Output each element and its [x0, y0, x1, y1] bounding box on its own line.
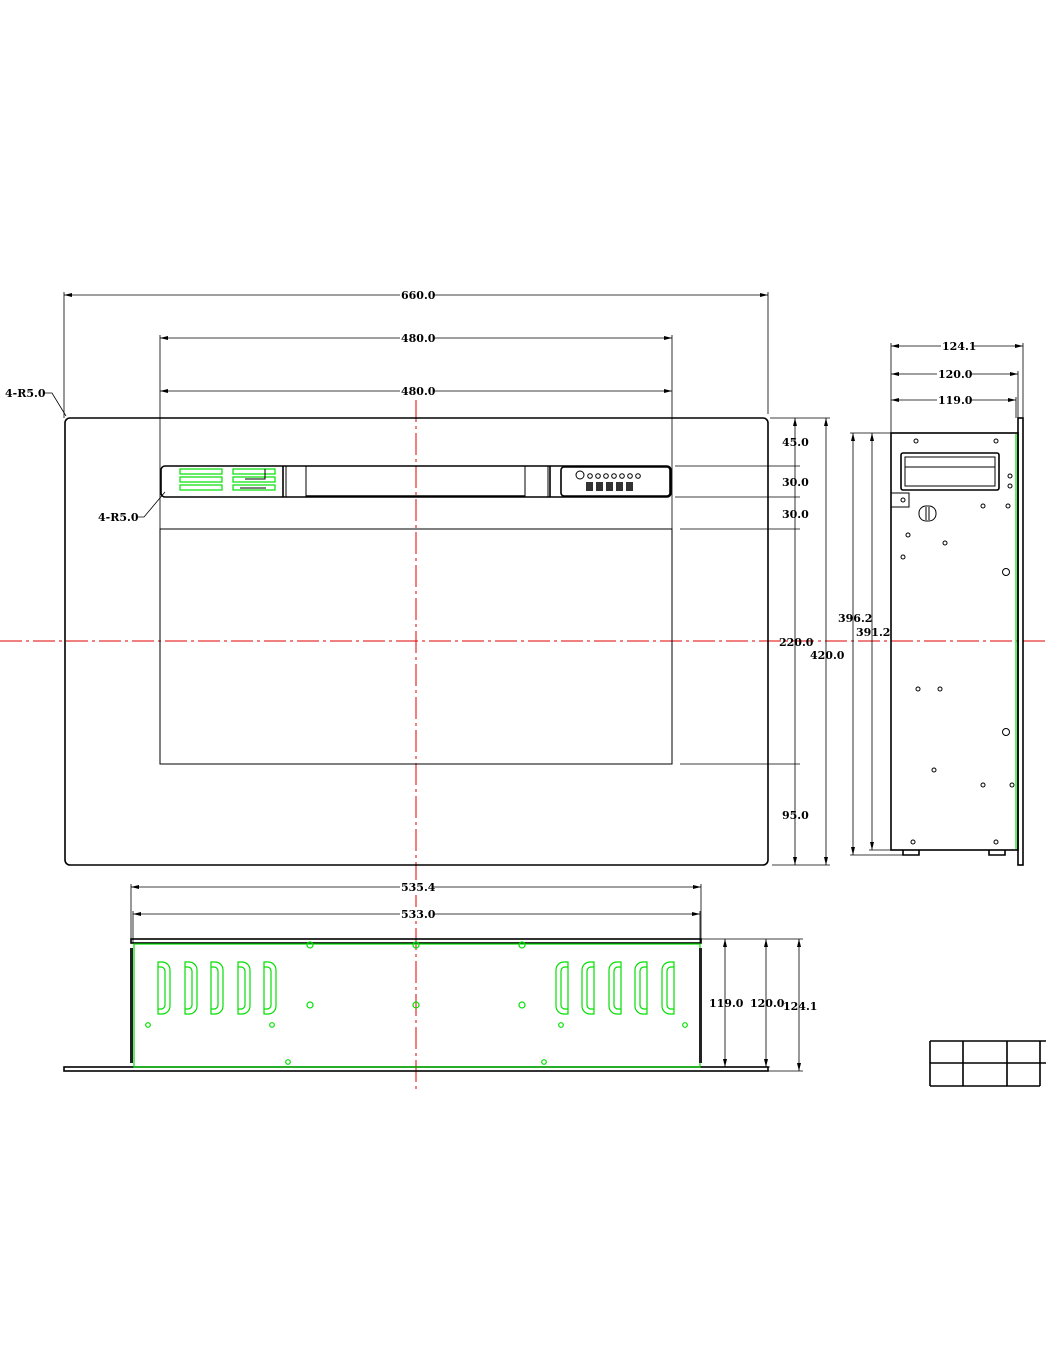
dim-box-width-inner: 533.0: [401, 908, 436, 921]
dim-overall-width: 660.0: [401, 289, 436, 302]
vent-slot: [555, 961, 569, 1015]
dim-body-height-inner: 391.2: [856, 626, 890, 639]
dim-corner-radius-strip: 4-R5.0: [98, 511, 139, 524]
power-indicator-icon: [575, 470, 585, 480]
vent-slot: [581, 961, 595, 1015]
bottom-vents: [157, 961, 675, 1015]
bottom-view: 535.4 533.0 119.0 120.0 124.1: [63, 880, 817, 1072]
control-strip: [160, 465, 672, 498]
strip-vents: [179, 468, 276, 491]
vent-slot: [237, 961, 251, 1015]
dim-corner-radius-outer: 4-R5.0: [5, 387, 46, 400]
side-bracket: [890, 492, 910, 508]
bottom-top-flange: [130, 938, 702, 944]
vent-slot: [157, 961, 171, 1015]
dim-strip-height: 30.0: [782, 476, 809, 489]
dim-bottom-margin: 95.0: [782, 809, 809, 822]
title-block-table: [929, 1040, 1046, 1087]
button-row: [586, 482, 633, 491]
side-panel-plate: [1017, 417, 1024, 866]
vent-slot: [608, 961, 622, 1015]
control-buttons-panel: [560, 466, 671, 497]
dim-strip-gap: 30.0: [782, 508, 809, 521]
dim-top-margin: 45.0: [782, 436, 809, 449]
dim-body-depth: 120.0: [938, 368, 973, 381]
dim-box-width-outer: 535.4: [401, 881, 436, 894]
dim-depth-c: 124.1: [783, 1000, 817, 1013]
vent-slot: [263, 961, 277, 1015]
vent-slot: [210, 961, 224, 1015]
dim-depth-a: 119.0: [709, 997, 744, 1010]
bottom-holes: [145, 941, 688, 1065]
front-panel-outline: [64, 417, 769, 866]
vent-slot: [184, 961, 198, 1015]
dim-box-depth: 119.0: [938, 394, 973, 407]
dim-display-width-inner: 480.0: [401, 385, 436, 398]
led-indicators: [587, 473, 641, 479]
side-view: 124.1 120.0 119.0 396.2 391.2: [838, 339, 1024, 866]
dim-panel-depth: 124.1: [942, 340, 976, 353]
dim-body-height-outer: 396.2: [838, 612, 872, 625]
side-holes: [900, 438, 1015, 845]
dim-depth-b: 120.0: [750, 997, 785, 1010]
vent-slot: [634, 961, 648, 1015]
side-handle-cutout: [900, 452, 1000, 491]
front-view: 660.0 480.0 480.0 4-R5.0 4-R5.0 45.0 30.…: [5, 288, 845, 866]
vent-slot: [661, 961, 675, 1015]
dim-overall-height: 420.0: [810, 649, 845, 662]
side-knockout: [918, 505, 937, 522]
dim-screen-height: 220.0: [779, 636, 814, 649]
screen-area: [159, 528, 673, 765]
dim-display-width-outer: 480.0: [401, 332, 436, 345]
